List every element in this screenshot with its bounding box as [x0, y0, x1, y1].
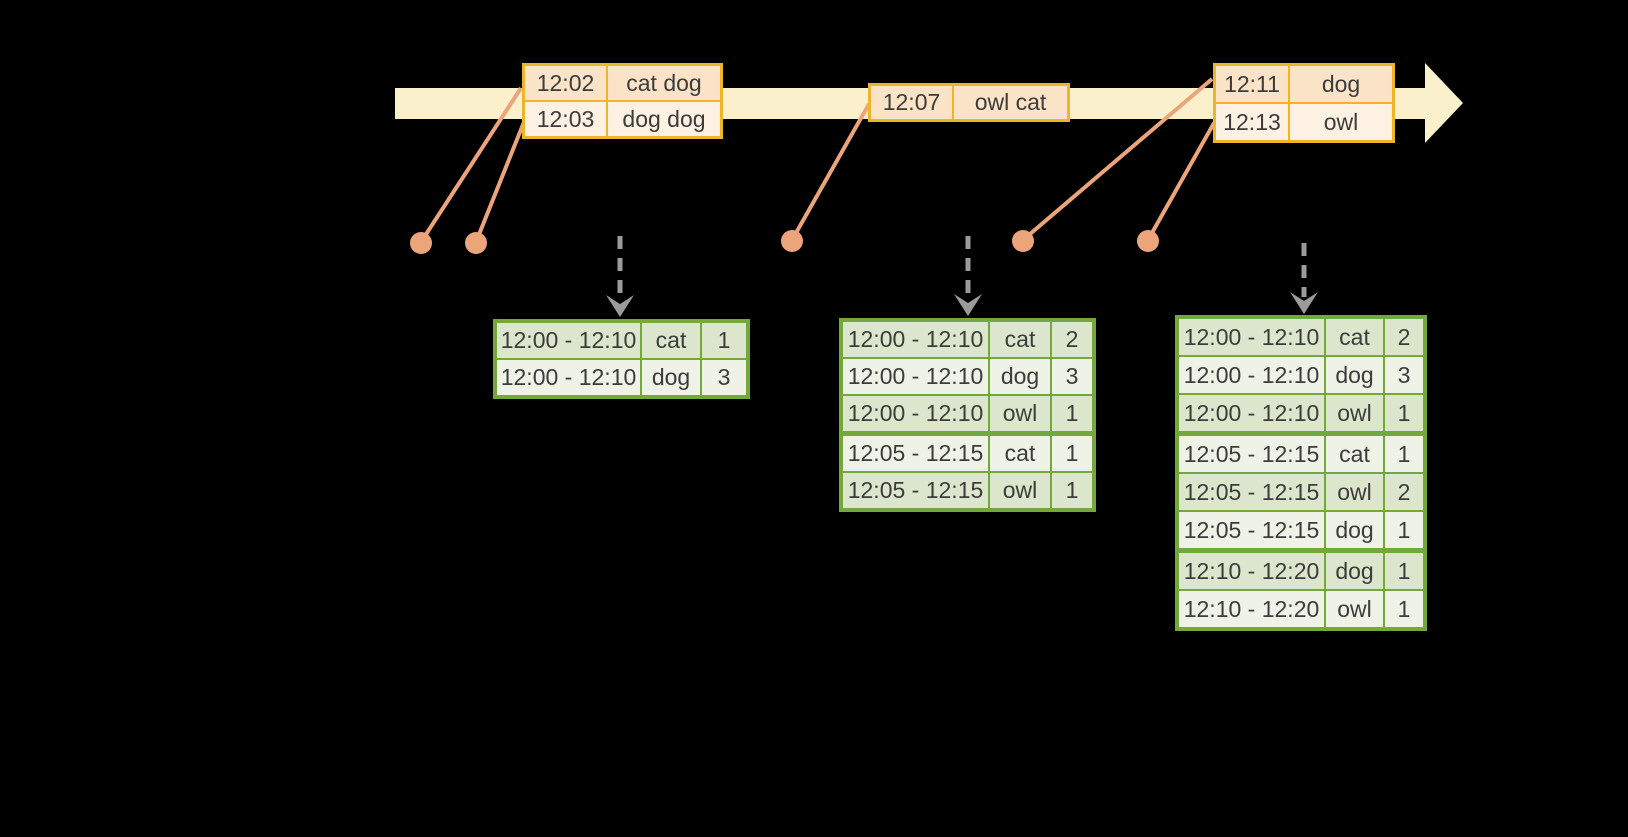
cell-window: 12:05 - 12:15	[1179, 436, 1324, 472]
cell-window: 12:00 - 12:10	[497, 360, 640, 395]
cell-window: 12:00 - 12:10	[1179, 357, 1324, 393]
cell-window: 12:05 - 12:15	[1179, 474, 1324, 510]
cell-window: 12:05 - 12:15	[843, 473, 988, 508]
event-dot	[1012, 230, 1034, 252]
cell-time: 12:03	[525, 102, 606, 136]
cell-word: dog	[990, 359, 1050, 394]
cell-count: 1	[1385, 395, 1423, 431]
trigger-arrowhead-icon	[954, 294, 982, 316]
cell-window: 12:10 - 12:20	[1179, 553, 1324, 589]
cell-count: 3	[702, 360, 746, 395]
connector-line	[474, 121, 526, 243]
cell-word: cat	[990, 436, 1050, 471]
trigger-arrowhead-icon	[606, 295, 634, 317]
cell-window: 12:00 - 12:10	[843, 322, 988, 357]
cell-word: cat	[1326, 436, 1383, 472]
trigger-arrowhead-icon	[1290, 292, 1318, 314]
cell-count: 2	[1385, 319, 1423, 355]
cell-window: 12:00 - 12:10	[1179, 319, 1324, 355]
connector-line	[1021, 77, 1214, 242]
cell-count: 1	[1052, 396, 1092, 431]
cell-window: 12:00 - 12:10	[1179, 395, 1324, 431]
event-time-axis-arrowhead-icon	[1425, 63, 1463, 143]
cell-word: cat	[1326, 319, 1383, 355]
cell-words: owl cat	[954, 86, 1067, 119]
cell-window: 12:00 - 12:10	[843, 396, 988, 431]
cell-count: 1	[1385, 436, 1423, 472]
event-dot	[1137, 230, 1159, 252]
cell-window: 12:10 - 12:20	[1179, 591, 1324, 627]
event-dot	[410, 232, 432, 254]
cell-window: 12:00 - 12:10	[497, 323, 640, 358]
connector-line	[790, 103, 871, 241]
cell-window: 12:00 - 12:10	[843, 359, 988, 394]
cell-count: 1	[1052, 473, 1092, 508]
cell-word: cat	[990, 322, 1050, 357]
cell-count: 1	[1385, 512, 1423, 548]
cell-word: dog	[1326, 512, 1383, 548]
cell-count: 3	[1385, 357, 1423, 393]
cell-words: dog	[1290, 66, 1392, 102]
cell-word: owl	[1326, 474, 1383, 510]
cell-word: cat	[642, 323, 700, 358]
cell-word: dog	[642, 360, 700, 395]
cell-word: owl	[1326, 395, 1383, 431]
cell-word: dog	[1326, 553, 1383, 589]
cell-time: 12:07	[871, 86, 952, 119]
cell-count: 3	[1052, 359, 1092, 394]
cell-window: 12:05 - 12:15	[1179, 512, 1324, 548]
cell-words: owl	[1290, 104, 1392, 140]
cell-time: 12:11	[1216, 66, 1288, 102]
event-dot	[781, 230, 803, 252]
cell-count: 1	[1385, 591, 1423, 627]
cell-word: owl	[990, 473, 1050, 508]
cell-window: 12:05 - 12:15	[843, 436, 988, 471]
cell-words: cat dog	[608, 66, 720, 100]
event-dot	[465, 232, 487, 254]
cell-word: owl	[990, 396, 1050, 431]
cell-count: 1	[1052, 436, 1092, 471]
connector-line	[419, 86, 523, 244]
cell-count: 2	[1052, 322, 1092, 357]
cell-time: 12:02	[525, 66, 606, 100]
cell-count: 1	[702, 323, 746, 358]
cell-time: 12:13	[1216, 104, 1288, 140]
connector-line	[1146, 122, 1216, 241]
cell-word: owl	[1326, 591, 1383, 627]
cell-count: 1	[1385, 553, 1423, 589]
cell-word: dog	[1326, 357, 1383, 393]
cell-words: dog dog	[608, 102, 720, 136]
cell-count: 2	[1385, 474, 1423, 510]
